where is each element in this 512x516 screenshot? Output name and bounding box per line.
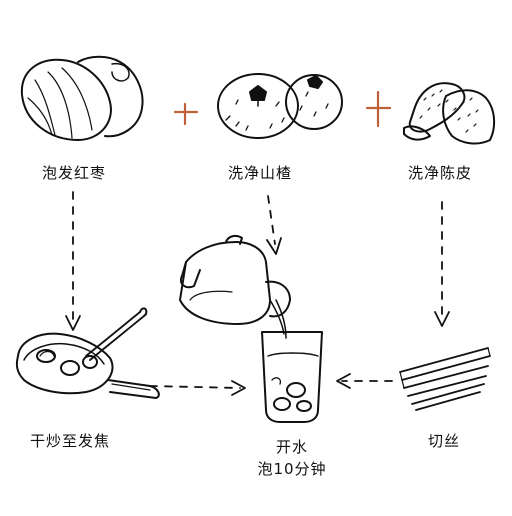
label-steep: 泡10分钟	[257, 460, 327, 478]
arrow-jujube-to-pan	[65, 191, 81, 331]
plus-icon-1	[173, 102, 199, 126]
kettle-icon	[179, 234, 291, 339]
label-shred: 切丝	[428, 432, 461, 450]
jujube-icon	[20, 55, 144, 141]
label-wash-hawthorn: 洗净山楂	[228, 164, 293, 182]
arrow-shreds-to-glass	[336, 373, 393, 389]
hawthorn-icon	[217, 73, 343, 139]
arrow-pan-to-glass	[149, 380, 246, 396]
label-dry-fry: 干炒至发焦	[30, 432, 111, 450]
tea-glass-icon	[261, 331, 323, 423]
arrow-hawthorn-to-kettle	[266, 195, 282, 255]
label-boil-water: 开水	[275, 438, 308, 456]
plus-icon-2	[365, 90, 392, 128]
peel-shreds-icon	[399, 347, 491, 411]
frying-pan-icon	[15, 307, 160, 399]
tangerine-peel-icon	[403, 82, 496, 145]
label-soak-jujube: 泡发红枣	[42, 164, 107, 182]
label-wash-peel: 洗净陈皮	[408, 164, 473, 182]
arrow-peel-to-shreds	[434, 201, 450, 327]
